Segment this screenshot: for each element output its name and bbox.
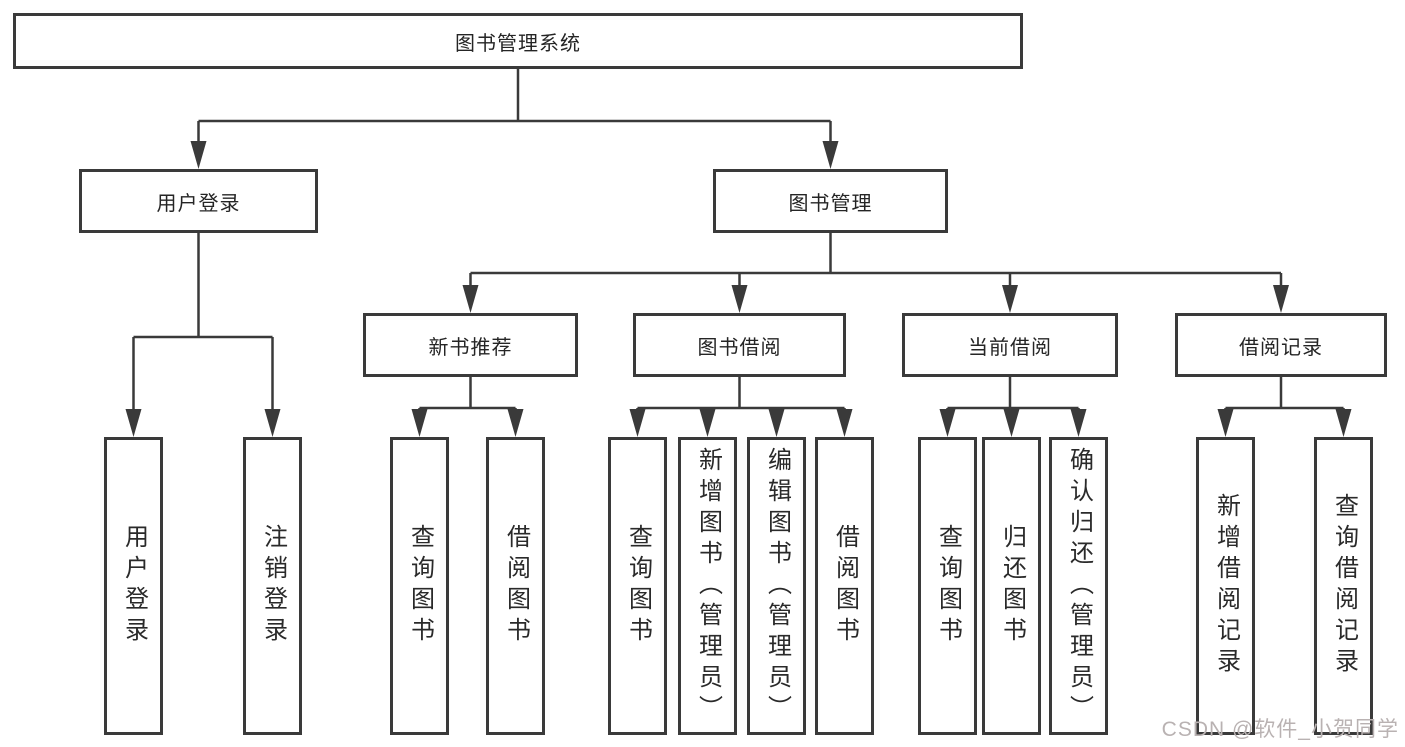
leaf-borrowing-query-books-label: 查询图书 [624,524,652,648]
node-new-book-recommend: 新书推荐 [363,313,578,377]
leaf-edit-books-admin: 编辑图书（管理员） [747,437,806,735]
leaf-borrowing-borrow-books-label: 借阅图书 [831,524,859,648]
leaf-confirm-return-admin-label: 确认归还（管理员） [1065,446,1093,726]
csdn-watermark: CSDN @软件_小贺同学 [1161,718,1399,741]
leaf-recommend-borrow-books-label: 借阅图书 [502,524,530,648]
node-book-borrowing: 图书借阅 [633,313,846,377]
leaf-return-books-label: 归还图书 [998,524,1026,648]
leaf-user-login: 用户登录 [104,437,163,735]
leaf-current-query-books-label: 查询图书 [934,524,962,648]
node-new-book-recommend-label: 新书推荐 [428,336,513,359]
leaf-query-borrow-record-label: 查询借阅记录 [1330,493,1358,679]
leaf-return-books: 归还图书 [982,437,1041,735]
leaf-borrowing-query-books: 查询图书 [608,437,667,735]
node-book-management-label: 图书管理 [788,192,873,215]
leaf-logout: 注销登录 [243,437,302,735]
leaf-edit-books-admin-label: 编辑图书（管理员） [763,446,791,726]
leaf-recommend-borrow-books: 借阅图书 [486,437,545,735]
leaf-user-login-label: 用户登录 [120,524,148,648]
leaf-confirm-return-admin: 确认归还（管理员） [1049,437,1108,735]
node-user-login-label: 用户登录 [156,192,241,215]
leaf-recommend-query-books: 查询图书 [390,437,449,735]
leaf-borrowing-borrow-books: 借阅图书 [815,437,874,735]
node-root: 图书管理系统 [13,13,1023,69]
node-book-management: 图书管理 [713,169,948,233]
node-borrow-records-label: 借阅记录 [1239,336,1323,359]
leaf-add-borrow-record-label: 新增借阅记录 [1212,493,1240,679]
leaf-recommend-query-books-label: 查询图书 [406,524,434,648]
node-book-borrowing-label: 图书借阅 [697,336,782,359]
leaf-add-books-admin-label: 新增图书（管理员） [694,446,722,726]
node-current-borrowing: 当前借阅 [902,313,1118,377]
node-user-login: 用户登录 [79,169,318,233]
leaf-current-query-books: 查询图书 [918,437,977,735]
node-borrow-records: 借阅记录 [1175,313,1387,377]
leaf-logout-label: 注销登录 [259,524,287,648]
node-root-label: 图书管理系统 [455,32,581,55]
leaf-query-borrow-record: 查询借阅记录 [1314,437,1373,735]
leaf-add-borrow-record: 新增借阅记录 [1196,437,1255,735]
leaf-add-books-admin: 新增图书（管理员） [678,437,737,735]
node-current-borrowing-label: 当前借阅 [968,336,1052,359]
